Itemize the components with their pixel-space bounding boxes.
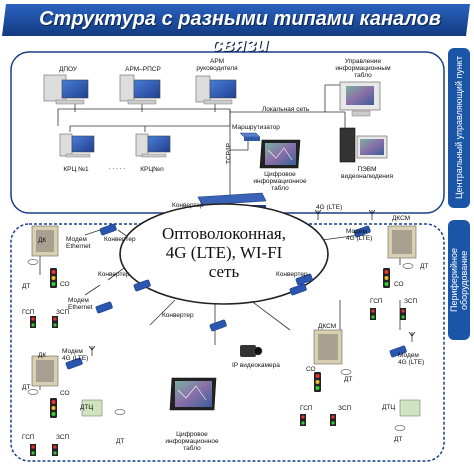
cloud-line-3: сеть — [208, 262, 240, 281]
label-digital-board2: Цифровое информационное табло — [165, 431, 219, 452]
label-gsp3: ГСП — [300, 405, 313, 412]
label-dt5: ДТ — [420, 263, 429, 270]
label-modem-eth1: Модем Ethernet — [66, 236, 91, 250]
label-gsp2: ГСП — [22, 434, 35, 441]
label-conv-c: Конвертер — [162, 312, 194, 319]
side-label-bottom: Периферийное оборудование — [449, 248, 469, 312]
pevm-server-icon — [339, 127, 388, 163]
label-dt2: ДТ — [22, 384, 31, 391]
label-converter-main: Конвертер — [172, 202, 204, 209]
label-so1: СО — [60, 281, 70, 288]
converter-device-icons — [65, 223, 407, 370]
label-zsp2: ЗСП — [56, 434, 70, 441]
label-modem-4g-r1: Модем 4G (LTE) — [346, 228, 373, 242]
krcn-computer-icon — [135, 133, 171, 158]
label-dt3: ДТ — [116, 438, 125, 445]
label-dots: . . . . . — [108, 164, 126, 171]
label-dtc2: ДТЦ — [382, 404, 396, 411]
dt-detector-icons — [27, 259, 414, 431]
label-gsp1: ГСП — [22, 309, 35, 316]
label-ip-camera: IP видеокамера — [232, 362, 280, 369]
dpou-computer-icon — [43, 74, 89, 105]
top-wiring — [57, 84, 346, 195]
label-so4: СО — [394, 281, 404, 288]
dtc-device-icons — [81, 399, 421, 417]
label-info-control: Управление информационным табло — [335, 58, 391, 79]
so-traffic-light-icons — [50, 268, 390, 418]
side-label-top: Центральный управляющий пункт — [454, 56, 464, 200]
label-gsp4: ГСП — [370, 298, 383, 305]
arm-head-computer-icon — [195, 75, 237, 105]
label-dksm2: ДКСМ — [392, 215, 411, 222]
label-modem-4g1: Модем 4G (LTE) — [62, 348, 89, 362]
label-arm-head: АРМ руководителя — [196, 58, 238, 72]
label-dk2: ДК — [38, 352, 47, 359]
label-dk1: ДК — [38, 237, 47, 244]
pedestrian-light-icons — [30, 308, 406, 456]
digital-board-top-icon — [259, 139, 301, 169]
label-conv-b: Конвертер — [98, 271, 130, 278]
dk2-cabinet-icon — [31, 355, 59, 387]
label-local-net: Локальная сеть — [262, 106, 310, 113]
label-dt4: ДТ — [344, 376, 353, 383]
router-icon — [239, 132, 261, 141]
ip-camera-icon — [240, 345, 263, 357]
info-control-computer-icon — [339, 81, 381, 117]
label-zsp3: ЗСП — [338, 405, 352, 412]
label-dpou: ДПОУ — [58, 66, 78, 73]
cloud-line-2: 4G (LTE), WI-FI — [165, 243, 283, 262]
side-bar-bottom — [448, 220, 470, 340]
label-dt1: ДТ — [22, 283, 31, 290]
label-so3: СО — [306, 366, 316, 373]
antenna-icons — [88, 209, 416, 356]
label-pevm: ПЭВМ видеоналюдения — [341, 166, 393, 180]
label-conv-d: Конвертер — [276, 271, 308, 278]
label-router: Маршрутизатор — [232, 124, 280, 131]
label-so2: СО — [60, 390, 70, 397]
dksm1-cabinet-icon — [313, 329, 343, 365]
label-arm-rpsr: АРМ–РПСР — [125, 66, 161, 73]
krc1-computer-icon — [59, 133, 95, 158]
dksm2-cabinet-icon — [387, 225, 417, 259]
label-digital-board: Цифровое информационное табло — [253, 171, 307, 192]
label-tcpip: TCP/IP — [225, 143, 233, 164]
digital-board-bottom-icon — [169, 377, 217, 411]
cloud-line-1: Оптоволоконная, — [162, 224, 286, 243]
label-krc1: КРЦ №1 — [63, 166, 89, 173]
page-title: Структура с разными типами каналов связи — [39, 8, 441, 56]
label-conv-a: Конвертер — [104, 236, 136, 243]
label-dksm1: ДКСМ — [318, 323, 337, 330]
side-bar-top — [448, 48, 470, 208]
label-dtc1: ДТЦ — [80, 404, 94, 411]
label-zsp1: ЗСП — [56, 309, 70, 316]
dk1-cabinet-icon — [31, 225, 59, 257]
label-krcn: КРЦ№n — [140, 166, 164, 173]
arm-rpsr-computer-icon — [119, 74, 161, 105]
label-lte-top: 4G (LTE) — [316, 204, 343, 211]
network-cloud — [119, 203, 329, 305]
title-banner — [2, 4, 470, 36]
label-dt6: ДТ — [394, 436, 403, 443]
label-modem-4g-r2: Модем 4G (LTE) — [398, 352, 425, 366]
cloud-label: Оптоволоконная, 4G (LTE), WI-FI сеть — [124, 224, 324, 281]
label-modem-eth2: Модем Ethernet — [68, 297, 93, 311]
bottom-section-frame — [10, 223, 445, 462]
label-zsp4: ЗСП — [404, 298, 418, 305]
